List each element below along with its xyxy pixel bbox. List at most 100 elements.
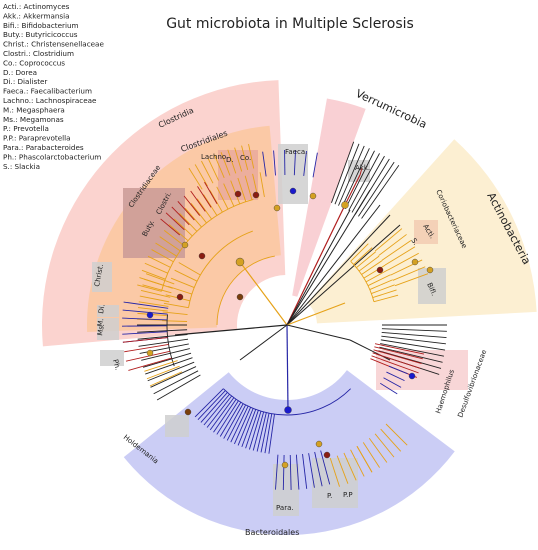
node-red xyxy=(376,266,384,274)
leaf-branch xyxy=(142,284,172,294)
leaf-branch xyxy=(368,437,388,463)
leaf-branch xyxy=(137,284,162,292)
leaf-branch xyxy=(125,350,171,362)
leaf-branch xyxy=(223,403,244,439)
desulfo-box xyxy=(376,350,468,390)
akk-branch xyxy=(344,174,361,206)
leaf-branch xyxy=(206,395,233,428)
leaf-branch xyxy=(380,382,398,395)
leaf-branch xyxy=(372,289,397,299)
leaf-branch xyxy=(367,274,391,287)
leaf-branch xyxy=(245,410,259,449)
leaf-branch xyxy=(200,392,228,423)
leaf-branch xyxy=(361,260,383,275)
node-red xyxy=(252,191,260,199)
legend-entry: Ms.: Megamonas xyxy=(3,115,64,124)
leaf-branch xyxy=(379,346,443,363)
node-red xyxy=(234,190,242,198)
leaf-branch xyxy=(223,183,235,207)
leaf-branch xyxy=(275,454,279,490)
leaf-branch xyxy=(331,141,355,203)
leaf-branch xyxy=(354,158,390,215)
taxon-pp: P.P xyxy=(343,491,353,499)
node-gold xyxy=(273,204,281,212)
legend-entry: Akk.: Akkermansia xyxy=(3,11,70,20)
leaf-branch xyxy=(123,301,169,309)
legend-entry: M.: Megasphaera xyxy=(3,105,65,114)
leaf-branch xyxy=(369,279,393,290)
m-ms-box xyxy=(97,318,119,340)
leaf-branch xyxy=(314,451,323,487)
legend-entry: Bifi.: Bifidobacterium xyxy=(3,21,79,30)
taxon-ms: Ms. xyxy=(96,323,106,336)
leaf-branch xyxy=(371,355,419,374)
legend-entry: P.P.: Paraprevotella xyxy=(3,134,71,143)
arc-branch xyxy=(223,388,351,416)
leaf-branch xyxy=(336,455,349,484)
leaf-branch xyxy=(194,388,224,418)
leaf-branch xyxy=(140,289,171,298)
taxon-para: Para. xyxy=(276,504,294,512)
leaf-branch xyxy=(392,266,426,281)
clostridia-spoke xyxy=(239,261,288,326)
leaf-branch xyxy=(381,332,447,339)
leaf-branch xyxy=(260,413,270,453)
leaf-branch xyxy=(358,161,395,217)
leaf-branch xyxy=(207,157,219,181)
leaf-branch xyxy=(226,404,247,441)
ph-box xyxy=(100,350,124,366)
leaf-branch xyxy=(147,255,171,268)
spoke xyxy=(286,214,391,326)
spoke xyxy=(286,324,351,341)
leaf-branch xyxy=(234,407,252,445)
leaf-branch xyxy=(378,350,442,369)
node-brown xyxy=(184,408,192,416)
leaf-branch xyxy=(124,344,169,353)
leaf-branch xyxy=(374,343,425,355)
leaf-branch xyxy=(230,180,241,205)
leaf-branch xyxy=(190,203,207,224)
bacteroides-spoke xyxy=(286,324,289,411)
leaf-branch xyxy=(128,357,172,371)
figure-title: Gut microbiota in Multiple Sclerosis xyxy=(166,16,414,32)
taxon-s: S. xyxy=(409,237,419,247)
leaf-branch xyxy=(149,371,183,387)
leaf-branch xyxy=(334,143,360,205)
leaf-branch xyxy=(350,449,365,477)
leaf-branch xyxy=(177,200,195,221)
leaf-branch xyxy=(178,262,201,276)
leaf-branch xyxy=(378,234,407,256)
node-gold xyxy=(411,258,419,266)
node-gold xyxy=(181,241,189,249)
leaf-branch xyxy=(381,240,412,261)
legend-entry: Buty.: Butyricicoccus xyxy=(3,30,78,39)
leaf-branch xyxy=(244,175,253,200)
taxon-lachno: Lachno. xyxy=(201,153,228,161)
leaf-branch xyxy=(338,145,365,206)
taxon-ph: Ph. xyxy=(111,358,122,371)
leaf-branch xyxy=(361,165,400,219)
leaf-branch xyxy=(220,151,231,176)
leaf-branch xyxy=(144,262,168,274)
leaf-branch xyxy=(256,412,267,452)
leaf-branch xyxy=(348,153,380,211)
leaf-branch xyxy=(122,331,168,335)
christ-box xyxy=(92,262,112,292)
spoke xyxy=(286,209,351,326)
node-red xyxy=(198,252,206,260)
leaf-branch xyxy=(295,454,300,490)
leaf-branch xyxy=(241,145,249,171)
para-box xyxy=(273,464,299,516)
leaf-branch xyxy=(262,151,267,177)
node-gold xyxy=(315,440,323,448)
leaf-branch xyxy=(151,249,174,263)
legend-entry: D.: Dorea xyxy=(3,68,37,77)
node-blue xyxy=(289,187,297,195)
leaf-branch xyxy=(146,365,180,380)
leaf-branch xyxy=(380,343,445,357)
leaf-branch xyxy=(385,423,408,446)
taxon-di: Di. xyxy=(97,304,107,315)
leaf-branch xyxy=(213,154,225,179)
leaf-branch xyxy=(163,230,185,247)
node-blue xyxy=(146,311,154,319)
